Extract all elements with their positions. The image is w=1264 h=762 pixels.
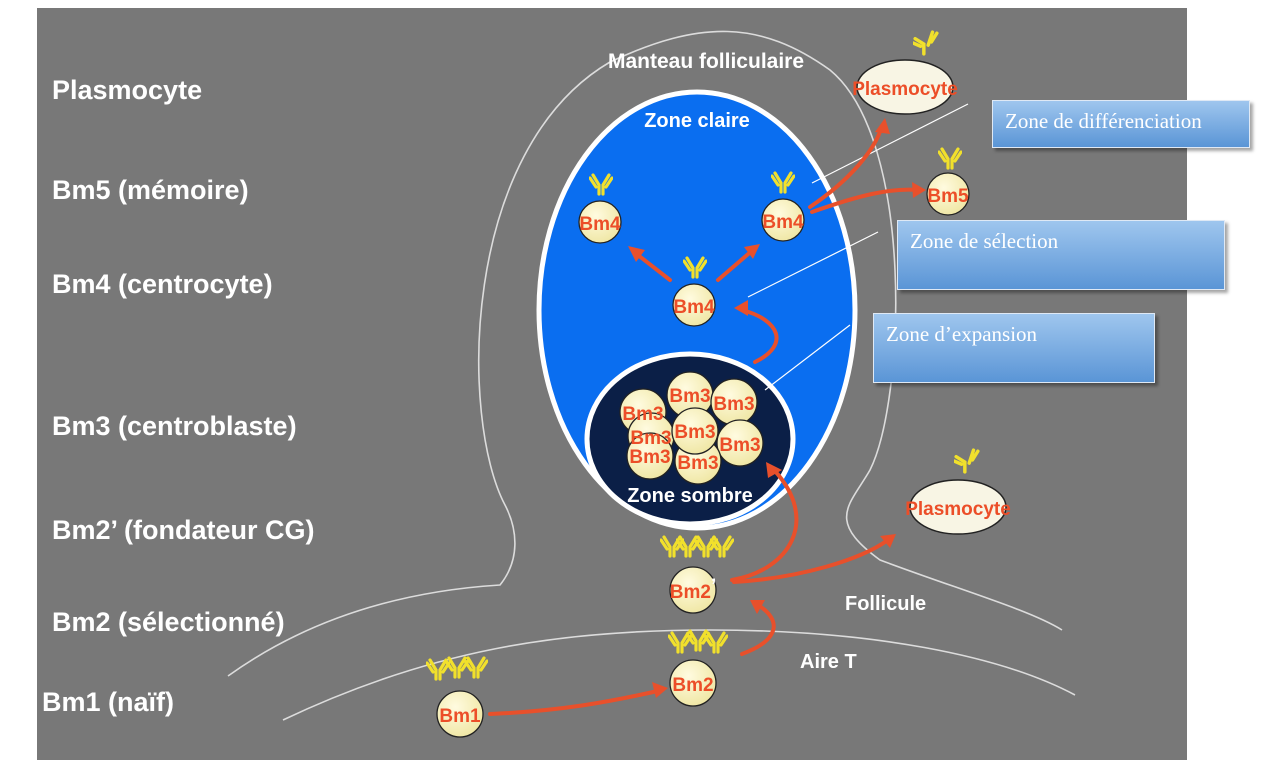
stage-label-bm4: Bm4 (centrocyte) (52, 269, 273, 299)
arrowhead-bm4-left (628, 246, 645, 262)
arrow-bm4-plasmocyte (808, 124, 884, 209)
leader-differentiation (811, 103, 969, 184)
plasmocyte-upper-label: Plasmocyte (852, 79, 958, 100)
cell-bm2 (669, 659, 717, 707)
callout-selection: Zone de sélection (897, 220, 1225, 290)
cell-bm3-label: Bm3 (713, 394, 754, 415)
antibody-icon (710, 535, 734, 558)
cell-bm4-center (672, 283, 716, 327)
label-dark-zone: Zone sombre (627, 485, 753, 507)
arrowhead-bm2 (652, 682, 668, 698)
label-light-zone: Zone claire (644, 110, 750, 132)
antibody-icon (704, 631, 728, 654)
cell-bm3-label: Bm3 (677, 453, 718, 474)
cell-bm3 (626, 432, 674, 480)
arrowhead-bm2p (750, 600, 765, 614)
cell-bm3-label: Bm3 (630, 428, 671, 449)
antibody-icon (686, 629, 710, 652)
plasmocyte-lower (909, 479, 1007, 535)
antibody-icon (913, 30, 939, 56)
cell-bm5-label: Bm5 (927, 186, 969, 207)
arrow-darkzone-bm4 (740, 308, 779, 364)
arrowhead-bm4 (734, 300, 748, 316)
arrowhead-darkzone (766, 462, 782, 478)
arrow-bm4-right (716, 247, 756, 282)
stage-label-bm2: Bm2 (sélectionné) (52, 607, 285, 637)
cell-bm1 (436, 690, 484, 738)
cell-bm3 (671, 407, 719, 455)
leader-expansion (764, 324, 851, 391)
arrow-bm2-bm2p (740, 603, 776, 656)
arrow-bm4-bm5 (810, 187, 920, 214)
antibody-icon (464, 656, 488, 679)
callout-differentiation: Zone de différenciation (992, 100, 1250, 148)
label-t-area: Aire T (800, 651, 857, 673)
cell-bm3-label: Bm3 (669, 386, 710, 407)
label-follicle: Follicule (845, 593, 926, 615)
antibody-icon (954, 448, 980, 474)
cell-bm4-left-label: Bm4 (579, 214, 621, 235)
stage-label-bm1: Bm1 (naïf) (42, 687, 175, 717)
stage-label-bm5: Bm5 (mémoire) (52, 175, 249, 205)
follicle-outline (227, 30, 1063, 677)
arrowhead-bm5 (912, 182, 926, 198)
leader-selection (747, 231, 879, 298)
arrow-bm1-bm2 (488, 688, 664, 716)
cell-bm4-right-label: Bm4 (762, 212, 804, 233)
cell-bm3 (716, 419, 764, 467)
cell-bm4-center-label: Bm4 (673, 297, 715, 318)
cell-bm3-label: Bm3 (629, 447, 670, 468)
cell-bm3-label: Bm3 (674, 422, 715, 443)
cell-bm3-label: Bm3 (719, 435, 760, 456)
arrow-bm2p-darkzone (730, 468, 799, 582)
arrowhead-plasmocyte-lower (880, 534, 896, 548)
stage-label-plasmocyte: Plasmocyte (52, 75, 203, 105)
stage-label-bm3: Bm3 (centroblaste) (52, 411, 297, 441)
cell-bm3-label: Bm3 (622, 404, 663, 425)
cell-bm2-prime (669, 566, 717, 614)
plasmocyte-upper (856, 59, 954, 115)
arrowhead-bm4-right (744, 244, 760, 259)
stage-label-bm2-prime: Bm2’ (fondateur CG) (52, 515, 315, 545)
plasmocyte-lower-label: Plasmocyte (905, 499, 1011, 520)
t-area-outline (282, 629, 1076, 721)
cell-bm4-right (761, 198, 805, 242)
cell-bm4-left (578, 200, 622, 244)
cell-bm2-label: Bm2 (672, 675, 713, 696)
label-mantle: Manteau folliculaire (608, 50, 804, 73)
arrow-bm2p-plasmocyte (732, 538, 890, 584)
cell-bm2-prime-label: Bm2’ (670, 576, 716, 603)
callout-expansion: Zone d’expansion (873, 313, 1155, 383)
prime-mark: ’ (711, 576, 716, 597)
arrowhead-plasmocyte-upper (875, 118, 890, 134)
antibody-icon (938, 147, 962, 170)
cell-bm1-label: Bm1 (439, 706, 481, 727)
cell-bm5 (926, 172, 970, 216)
